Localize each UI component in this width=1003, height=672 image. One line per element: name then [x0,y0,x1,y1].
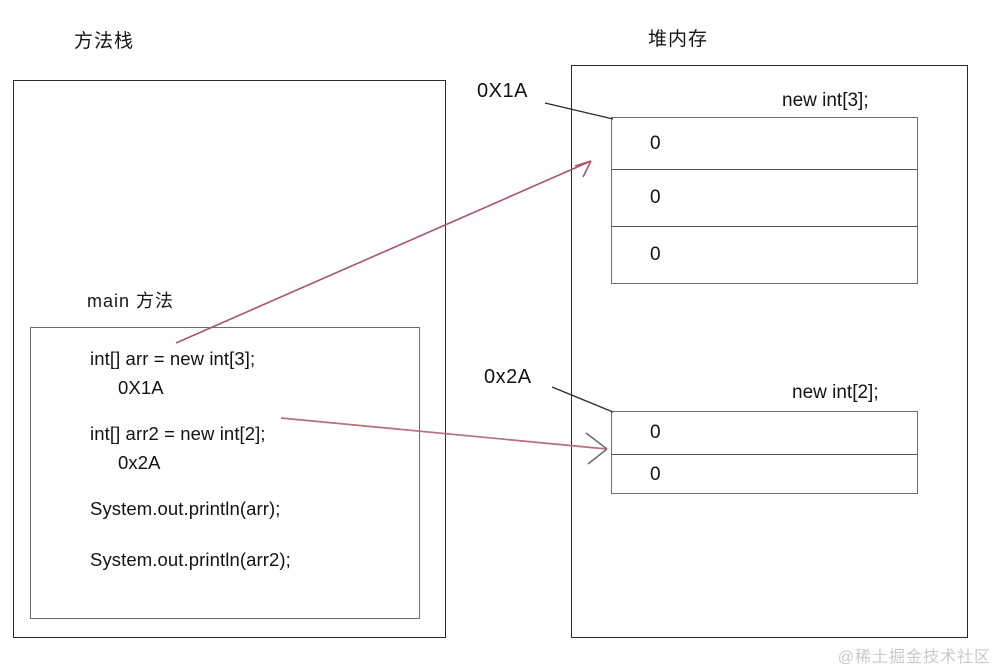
method-stack-frame: main 方法 int[] arr = new int[3]; 0X1A int… [13,80,446,638]
array-1-cell-0: 0 [650,132,661,154]
array-1-cell-2: 0 [612,226,917,282]
array-2-cell-0: 0 [650,422,661,443]
address-tag-1: 0X1A [477,80,528,102]
code-line-addr-1: 0X1A [118,377,164,398]
code-line-addr-2: 0x2A [118,452,161,473]
heap-title: 堆内存 [648,29,709,50]
main-method-label: main 方法 [87,291,175,311]
stack-title: 方法栈 [74,31,135,52]
array-1-cell-1: 0 [612,169,917,226]
code-line-1: int[] arr = new int[3]; [90,348,256,369]
code-block: int[] arr = new int[3]; 0X1A int[] arr2 … [90,344,430,574]
array-2-label: new int[2]; [792,382,879,403]
heap-array-2: 0 0 [611,411,918,494]
code-line-4: System.out.println(arr2); [90,549,291,570]
address-tag-2: 0x2A [484,366,532,388]
watermark: @稀土掘金技术社区 [837,649,991,666]
code-line-2: int[] arr2 = new int[2]; [90,423,266,444]
heap-array-1: 0 0 0 [611,117,918,284]
code-line-3: System.out.println(arr); [90,498,281,519]
array-2-cell-1: 0 [612,454,917,494]
main-method-body: int[] arr = new int[3]; 0X1A int[] arr2 … [30,327,420,619]
array-1-label: new int[3]; [782,90,869,111]
